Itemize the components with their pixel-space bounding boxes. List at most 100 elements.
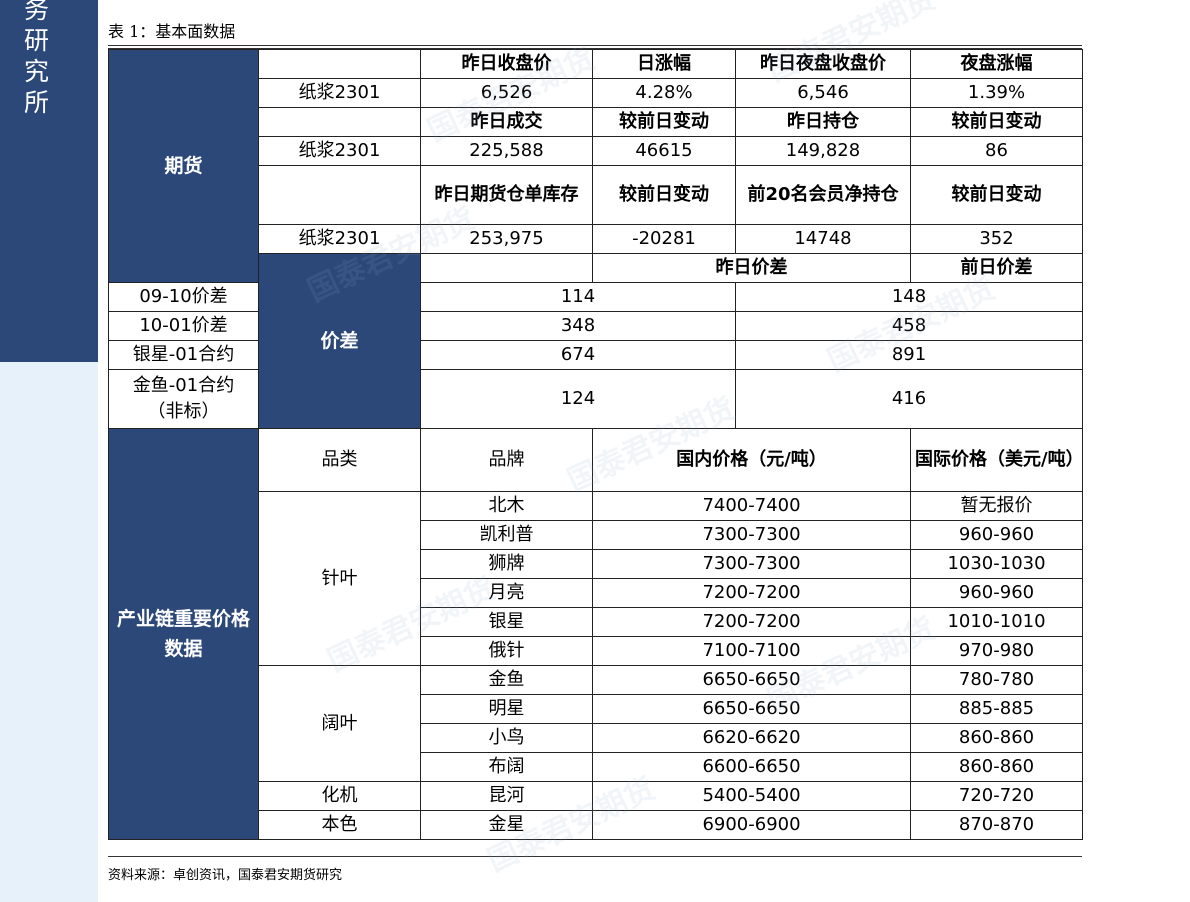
- intl-price-cell: 暂无报价: [910, 491, 1083, 521]
- contract-cell: 纸浆2301: [258, 78, 421, 108]
- price-row: 布阔 6600-6650 860-860: [109, 752, 1083, 782]
- value-cell: 6,526: [420, 78, 593, 108]
- domestic-price-cell: 6650-6650: [592, 694, 911, 724]
- sidebar-char: 务: [24, 0, 50, 24]
- brand-cell: 昆河: [420, 781, 593, 811]
- spread-header-row: 价差 昨日价差 前日价差: [109, 253, 1083, 429]
- price-row: 本色 金星 6900-6900 870-870: [109, 810, 1083, 840]
- brand-cell: 凯利普: [420, 520, 593, 550]
- spread-row: 银星-01合约 674 891: [108, 340, 1083, 370]
- domestic-price-cell: 7300-7300: [592, 549, 911, 579]
- domestic-price-cell: 6600-6650: [592, 752, 911, 782]
- header-cell: 昨日持仓: [735, 107, 911, 137]
- header-cell: 国内价格（元/吨）: [592, 428, 911, 492]
- value-cell: 6,546: [735, 78, 911, 108]
- value-cell: 416: [735, 369, 1083, 429]
- futures-header-row-1: 期货 昨日收盘价 日涨幅 昨日夜盘收盘价 夜盘涨幅: [108, 49, 1083, 283]
- price-row: 狮牌 7300-7300 1030-1030: [109, 549, 1083, 579]
- header-cell: 国际价格（美元/吨）: [910, 428, 1083, 492]
- spread-label-cell: 10-01价差: [108, 311, 259, 341]
- domestic-price-cell: 7200-7200: [592, 607, 911, 637]
- sidebar-char: 研: [24, 26, 50, 55]
- value-cell: -20281: [592, 224, 736, 254]
- spread-row: 09-10价差 114 148: [108, 282, 1083, 312]
- domestic-price-cell: 7300-7300: [592, 520, 911, 550]
- category-cell: 针叶: [258, 491, 421, 666]
- value-cell: 149,828: [735, 136, 911, 166]
- sidebar-char: 所: [24, 88, 50, 117]
- header-cell: 昨日收盘价: [420, 49, 593, 79]
- value-cell: 253,975: [420, 224, 593, 254]
- fundamental-data-table: 期货 昨日收盘价 日涨幅 昨日夜盘收盘价 夜盘涨幅 纸浆2301 6,526 4…: [108, 49, 1083, 840]
- price-row: 明星 6650-6650 885-885: [109, 694, 1083, 724]
- sidebar-char: 究: [24, 57, 50, 86]
- intl-price-cell: 870-870: [910, 810, 1083, 840]
- price-row: 阔叶 金鱼 6650-6650 780-780: [109, 665, 1083, 782]
- header-cell: 昨日夜盘收盘价: [735, 49, 911, 79]
- futures-header-row-3: 昨日期货仓单库存 较前日变动 前20名会员净持仓 较前日变动: [109, 165, 1083, 225]
- header-cell: 较前日变动: [910, 165, 1083, 225]
- bottom-rule: [108, 856, 1082, 857]
- header-cell: 前日价差: [910, 253, 1083, 283]
- blank-cell: [258, 107, 421, 137]
- domestic-price-cell: 7200-7200: [592, 578, 911, 608]
- table-caption: 表 1：基本面数据: [108, 22, 236, 41]
- intl-price-cell: 960-960: [910, 520, 1083, 550]
- value-cell: 148: [735, 282, 1083, 312]
- header-cell: 昨日价差: [592, 253, 911, 283]
- intl-price-cell: 720-720: [910, 781, 1083, 811]
- spread-label-cell: 银星-01合约: [108, 340, 259, 370]
- futures-data-row-3: 纸浆2301 253,975 -20281 14748 352: [109, 224, 1083, 254]
- value-cell: 86: [910, 136, 1083, 166]
- futures-section-label: 期货: [108, 49, 259, 283]
- intl-price-cell: 960-960: [910, 578, 1083, 608]
- brand-cell: 狮牌: [420, 549, 593, 579]
- header-cell: 较前日变动: [592, 165, 736, 225]
- industry-section-label: 产业链重要价格数据: [108, 428, 259, 840]
- futures-data-row-1: 纸浆2301 6,526 4.28% 6,546 1.39%: [109, 78, 1083, 108]
- sidebar-title: 务 研 究 所: [24, 0, 54, 118]
- intl-price-cell: 885-885: [910, 694, 1083, 724]
- spread-row: 金鱼-01合约（非标） 124 416: [108, 369, 1083, 429]
- top-rule-2: [108, 48, 1082, 49]
- header-cell: 较前日变动: [592, 107, 736, 137]
- domestic-price-cell: 7400-7400: [592, 491, 911, 521]
- intl-price-cell: 1030-1030: [910, 549, 1083, 579]
- brand-cell: 布阔: [420, 752, 593, 782]
- price-row: 小鸟 6620-6620 860-860: [109, 723, 1083, 753]
- value-cell: 14748: [735, 224, 911, 254]
- intl-price-cell: 1010-1010: [910, 607, 1083, 637]
- value-cell: 674: [420, 340, 736, 370]
- value-cell: 1.39%: [910, 78, 1083, 108]
- header-cell: 品牌: [420, 428, 593, 492]
- spread-label-cell: 09-10价差: [108, 282, 259, 312]
- category-cell: 阔叶: [258, 665, 421, 782]
- domestic-price-cell: 6650-6650: [592, 665, 911, 695]
- value-cell: 225,588: [420, 136, 593, 166]
- value-cell: 4.28%: [592, 78, 736, 108]
- category-cell: 化机: [258, 781, 421, 811]
- price-row: 凯利普 7300-7300 960-960: [109, 520, 1083, 550]
- header-cell: 日涨幅: [592, 49, 736, 79]
- intl-price-cell: 970-980: [910, 636, 1083, 666]
- intl-price-cell: 780-780: [910, 665, 1083, 695]
- brand-cell: 月亮: [420, 578, 593, 608]
- sidebar-band: 务 研 究 所: [0, 0, 98, 362]
- value-cell: 352: [910, 224, 1083, 254]
- value-cell: 348: [420, 311, 736, 341]
- domestic-price-cell: 7100-7100: [592, 636, 911, 666]
- contract-cell: 纸浆2301: [258, 224, 421, 254]
- brand-cell: 北木: [420, 491, 593, 521]
- intl-price-cell: 860-860: [910, 723, 1083, 753]
- source-note: 资料来源：卓创资讯，国泰君安期货研究: [108, 868, 343, 883]
- brand-cell: 金鱼: [420, 665, 593, 695]
- domestic-price-cell: 6620-6620: [592, 723, 911, 753]
- header-cell: 昨日期货仓单库存: [420, 165, 593, 225]
- header-cell: 昨日成交: [420, 107, 593, 137]
- header-cell: 夜盘涨幅: [910, 49, 1083, 79]
- brand-cell: 金星: [420, 810, 593, 840]
- futures-header-row-2: 昨日成交 较前日变动 昨日持仓 较前日变动: [109, 107, 1083, 137]
- header-cell: 前20名会员净持仓: [735, 165, 911, 225]
- price-row: 月亮 7200-7200 960-960: [109, 578, 1083, 608]
- value-cell: 114: [420, 282, 736, 312]
